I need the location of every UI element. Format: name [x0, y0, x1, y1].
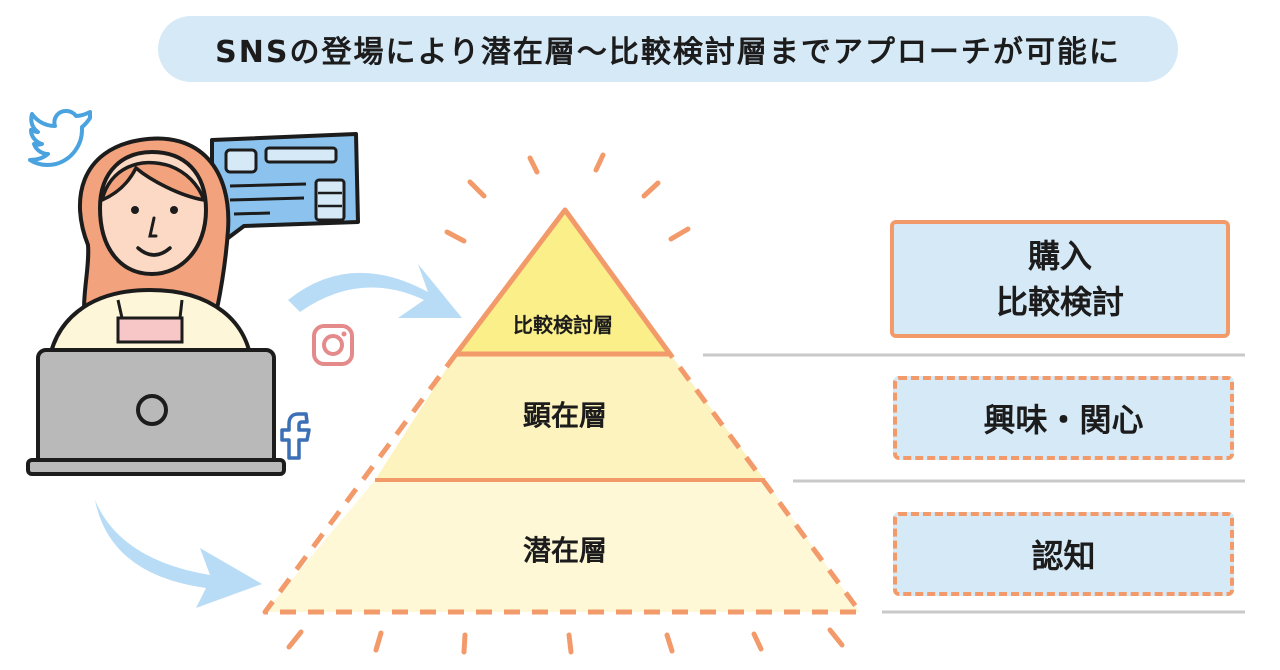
instagram-icon	[312, 324, 354, 366]
person-illustration	[26, 136, 286, 476]
pyramid-top-label: 比較検討層	[513, 313, 613, 337]
stage-purchase-line1: 購入	[1027, 237, 1092, 275]
stage-box-purchase: 購入 比較検討	[890, 220, 1230, 338]
pyramid-top-layer	[453, 207, 673, 357]
facebook-icon	[280, 412, 311, 460]
sparkle-rays	[286, 152, 845, 655]
arrow-to-bottom-layer	[95, 500, 262, 608]
pyramid-middle-label: 顕在層	[523, 399, 607, 432]
profile-card-bubble	[210, 132, 360, 246]
stage-purchase-line2: 比較検討	[995, 283, 1124, 321]
stage-box-awareness: 認知	[893, 512, 1234, 596]
twitter-icon	[28, 109, 92, 167]
stage-interest-label: 興味・関心	[983, 401, 1144, 439]
stage-awareness-label: 認知	[1031, 537, 1096, 575]
title-banner: SNSの登場により潜在層〜比較検討層までアプローチが可能に	[158, 16, 1178, 82]
pyramid-dashed-outline	[262, 352, 863, 615]
pyramid-bottom-layer	[265, 480, 860, 612]
title-text: SNSの登場により潜在層〜比較検討層までアプローチが可能に	[215, 35, 1121, 70]
pyramid-middle-layer	[375, 354, 765, 480]
arrow-to-top-layer	[288, 264, 462, 318]
pyramid-bottom-label: 潜在層	[523, 534, 607, 567]
stage-box-interest: 興味・関心	[893, 376, 1234, 460]
